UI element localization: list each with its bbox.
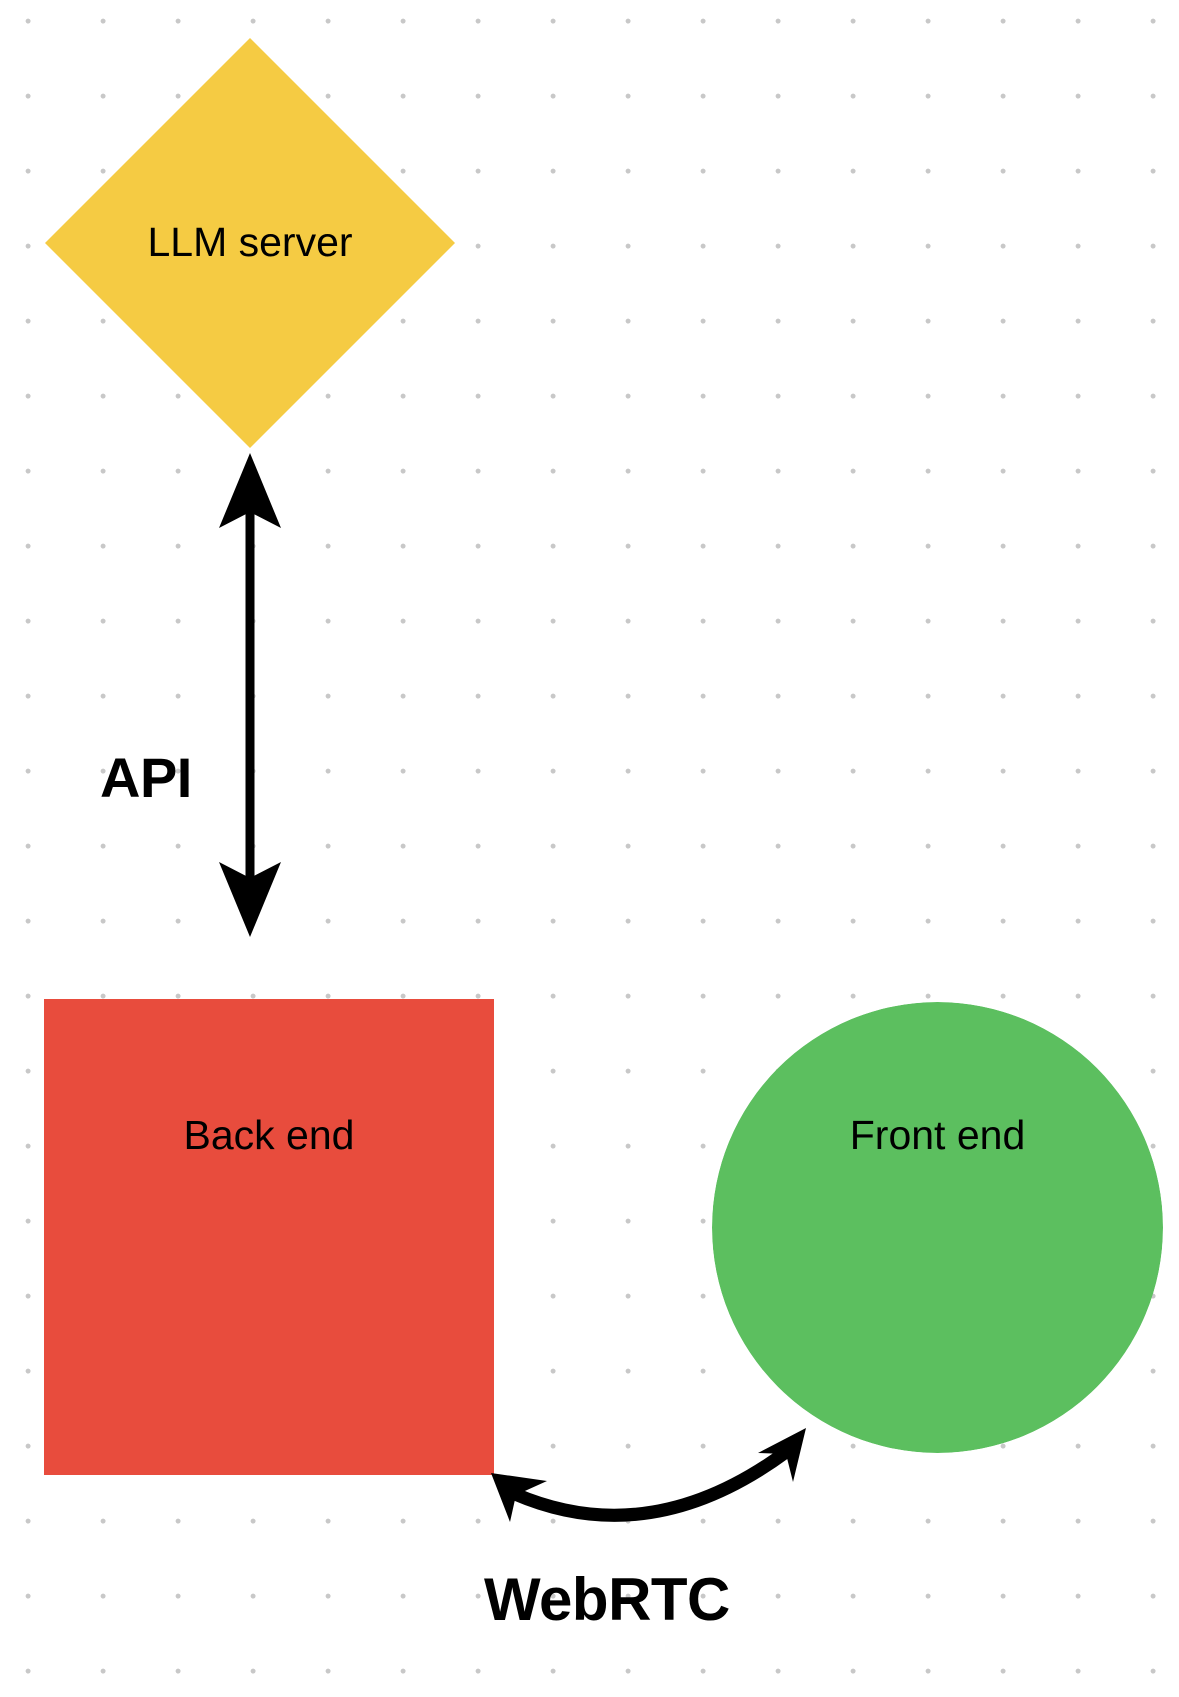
edge-api-arrow[interactable] [219,453,281,937]
node-label-back-end: Back end [183,1112,355,1158]
edge-label-api: API [100,746,192,809]
node-label-llm-server: LLM server [147,219,353,265]
node-label-front-end: Front end [849,1112,1026,1158]
node-front-end[interactable] [712,1002,1163,1453]
edge-webrtc-arrow[interactable] [491,1428,806,1522]
edge-label-webrtc: WebRTC [484,1566,730,1633]
node-back-end[interactable] [44,999,494,1475]
node-llm-server[interactable] [45,38,455,448]
